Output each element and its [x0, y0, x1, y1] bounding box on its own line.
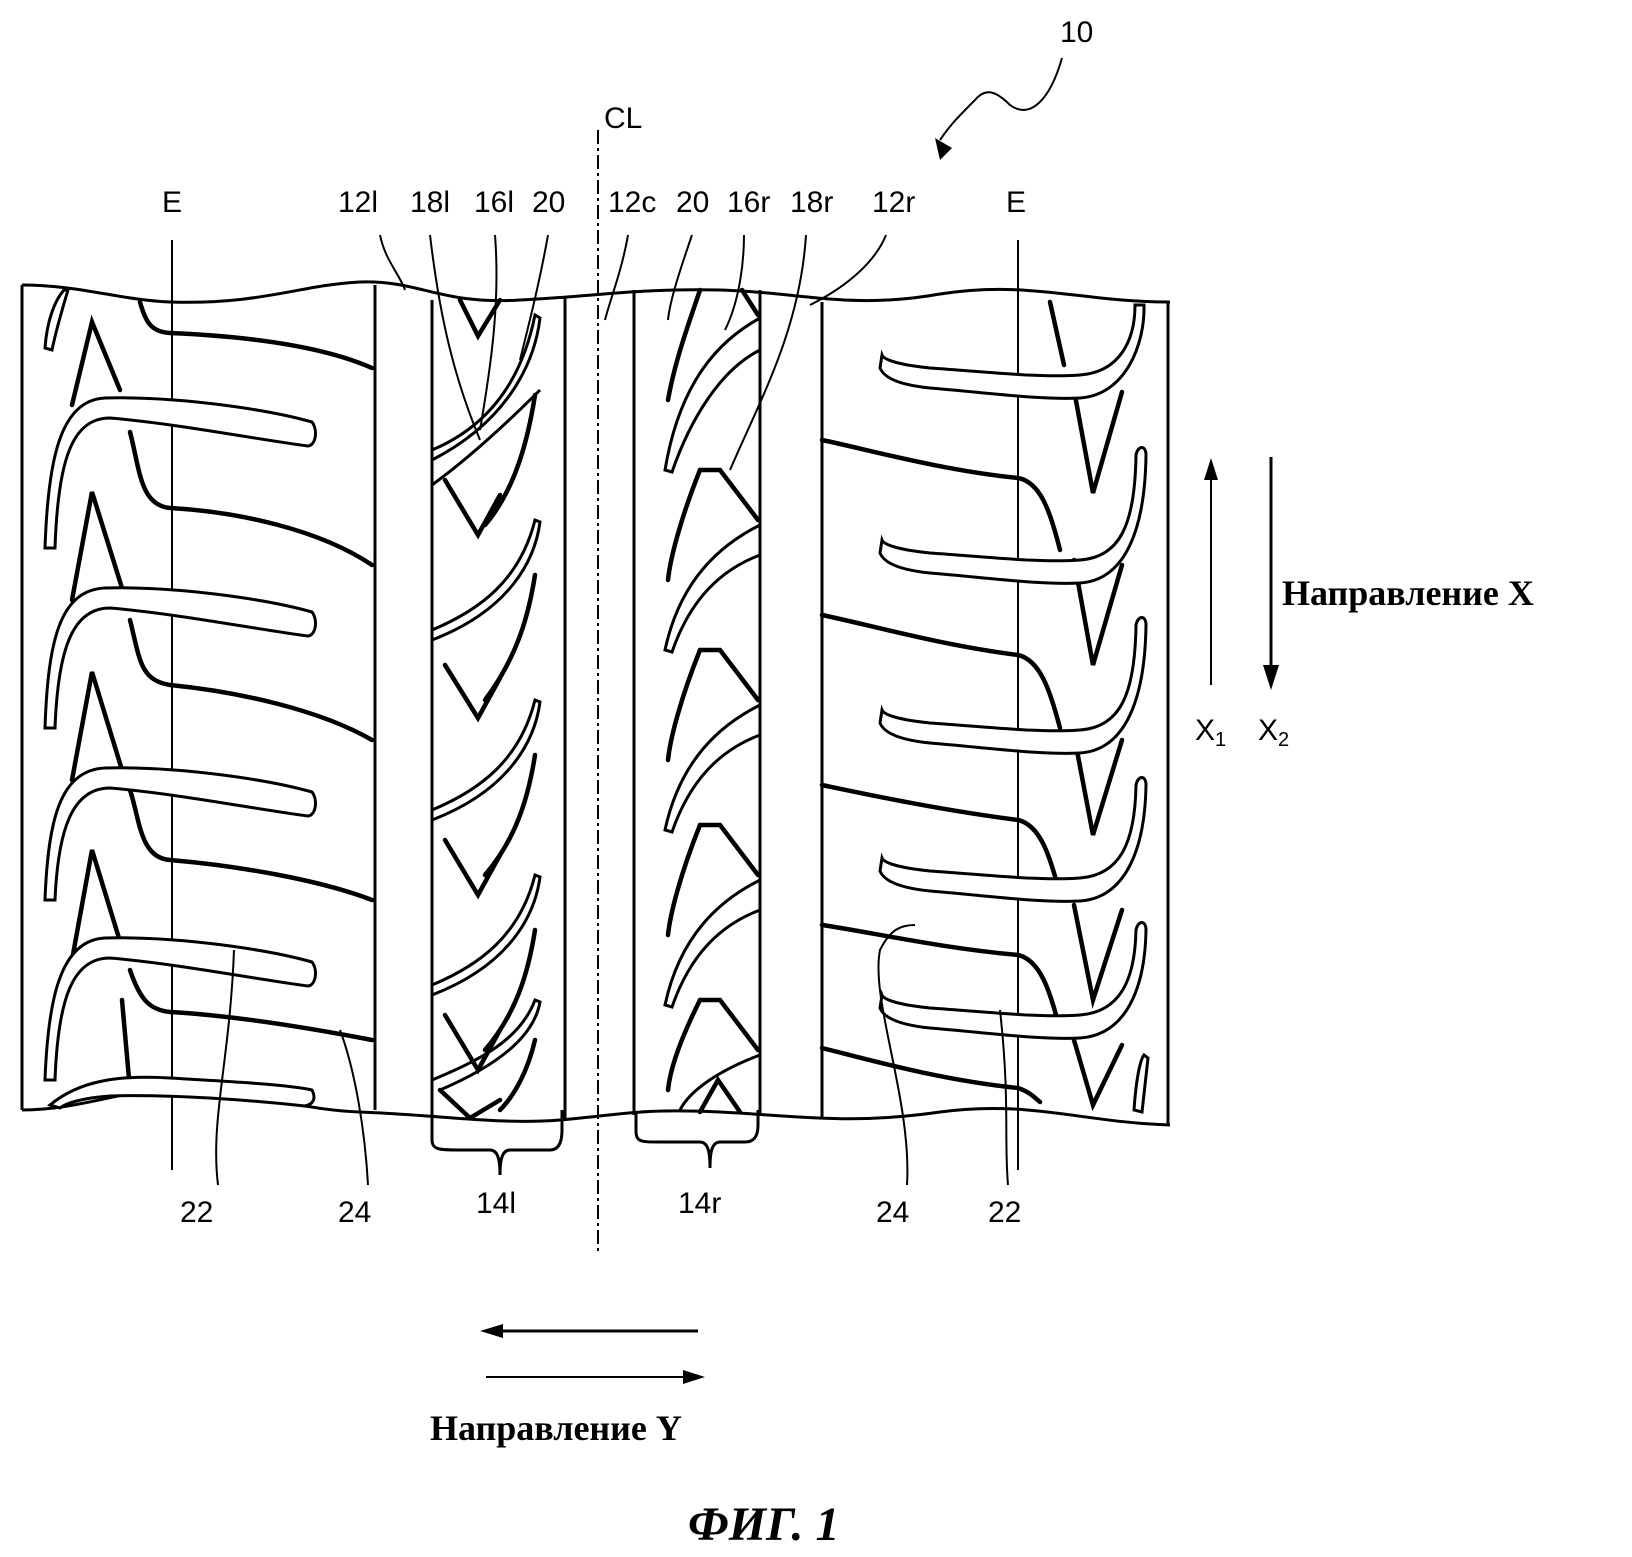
bottom-labels: 22 24 14l 14r 24 22: [180, 1187, 1021, 1229]
brace-14r: [634, 1110, 760, 1169]
label-16l: 16l: [474, 186, 514, 219]
label-12c: 12c: [608, 186, 656, 219]
figure-caption: ФИГ. 1: [688, 1498, 840, 1551]
bottom-leaders: [215, 924, 1009, 1186]
direction-y: Направление Y: [430, 1324, 705, 1448]
edge-label-left: E: [162, 186, 182, 219]
label-22-right: 22: [988, 1196, 1021, 1229]
label-12l: 12l: [338, 186, 378, 219]
arrow-y-left-head: [480, 1324, 503, 1338]
arrow-y-right-head: [683, 1370, 705, 1384]
reference-10-leader: [939, 57, 1063, 141]
direction-y-label: Направление Y: [430, 1408, 682, 1448]
edge-label-right: E: [1006, 186, 1026, 219]
label-22-left: 22: [180, 1196, 213, 1229]
label-24-left: 24: [338, 1196, 371, 1229]
reference-numeral-10: 10: [1060, 16, 1093, 49]
arrow-x1-head: [1204, 458, 1218, 480]
top-leaders: [379, 234, 887, 471]
direction-x-label: Направление X: [1282, 573, 1534, 613]
reference-10: 10: [935, 16, 1093, 160]
brace-14l: [430, 1110, 564, 1176]
tread-top-break: [21, 280, 1171, 304]
right-shoulder-pattern: [819, 299, 1150, 1114]
label-14r: 14r: [678, 1187, 721, 1220]
label-24-right: 24: [876, 1196, 909, 1229]
label-12r: 12r: [872, 186, 915, 219]
x2-label: X2: [1258, 714, 1289, 751]
label-18l: 18l: [410, 186, 450, 219]
rib-14l-pattern: [431, 297, 542, 1121]
x1-label: X1: [1195, 714, 1226, 751]
label-18r: 18r: [790, 186, 833, 219]
centerline-label: CL: [604, 102, 642, 135]
top-labels: CL E 12l 18l 16l 20 12c 20 16r 18r 12r E: [162, 102, 1026, 219]
arrow-x2-head: [1263, 665, 1279, 690]
direction-x: Направление X X1 X2: [1195, 457, 1534, 751]
left-shoulder-pattern: [43, 288, 375, 1110]
label-20-left: 20: [532, 186, 565, 219]
label-16r: 16r: [727, 186, 770, 219]
label-20-right: 20: [676, 186, 709, 219]
label-14l: 14l: [476, 1187, 516, 1220]
reference-10-arrowhead: [935, 138, 952, 160]
rib-14r-pattern: [663, 287, 761, 1115]
